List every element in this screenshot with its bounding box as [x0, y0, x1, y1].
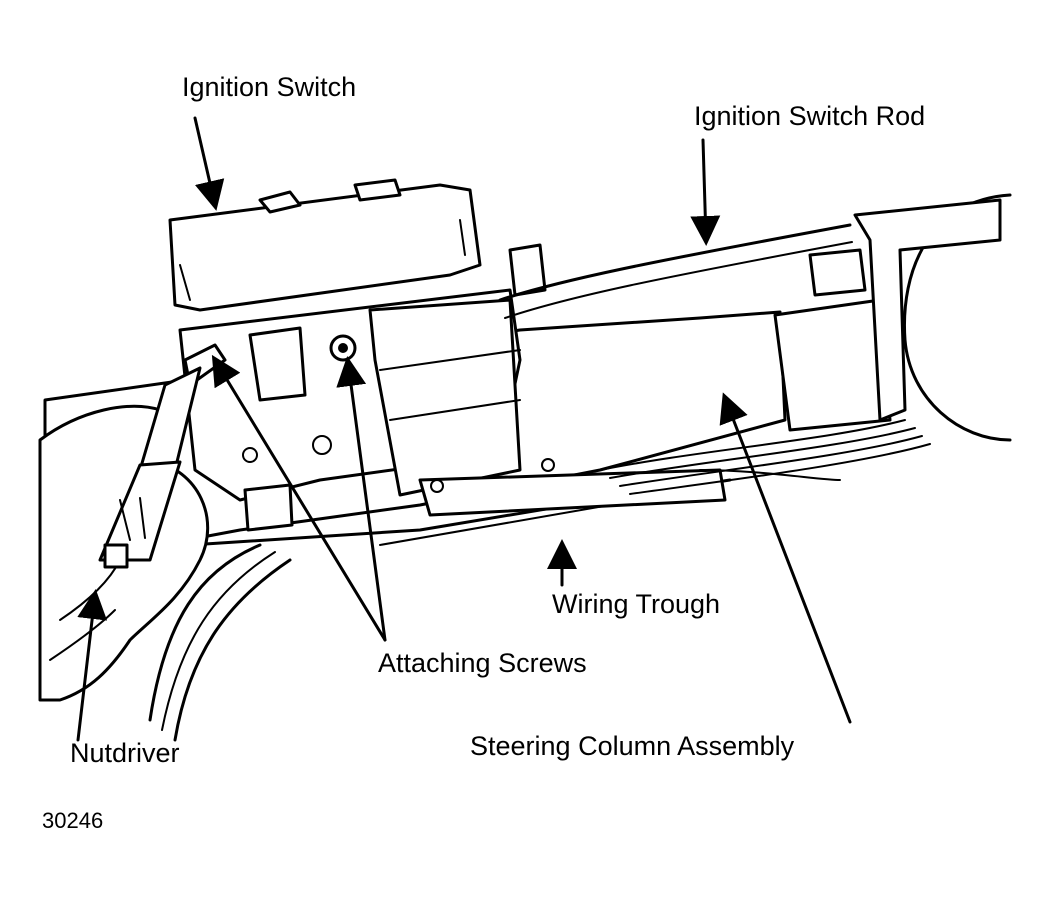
ignition-switch-rod-arrow [690, 138, 721, 246]
hand-with-nutdriver [38, 343, 227, 702]
label-ignition-switch-rod: Ignition Switch Rod [694, 101, 926, 131]
ignition-switch-rod-line [498, 223, 852, 302]
attaching-screw-arrow-left [211, 354, 387, 642]
label-ignition-switch: Ignition Switch [182, 72, 357, 102]
column-shroud [773, 198, 1002, 432]
attaching-screw-arrow-right [336, 356, 387, 642]
nutdriver-arrow [76, 589, 108, 742]
ignition-switch-body [168, 178, 547, 312]
label-attaching-screws: Attaching Screws [378, 648, 587, 678]
wiring-bundle [599, 419, 931, 495]
steering-column-arrow [719, 392, 852, 724]
ignition-switch-arrow [193, 116, 225, 211]
label-nutdriver: Nutdriver [70, 738, 180, 768]
figure-number: 30246 [42, 808, 104, 833]
label-wiring-trough: Wiring Trough [552, 589, 721, 619]
lower-column-curve [148, 543, 292, 742]
label-steering-column-assembly: Steering Column Assembly [470, 731, 795, 761]
